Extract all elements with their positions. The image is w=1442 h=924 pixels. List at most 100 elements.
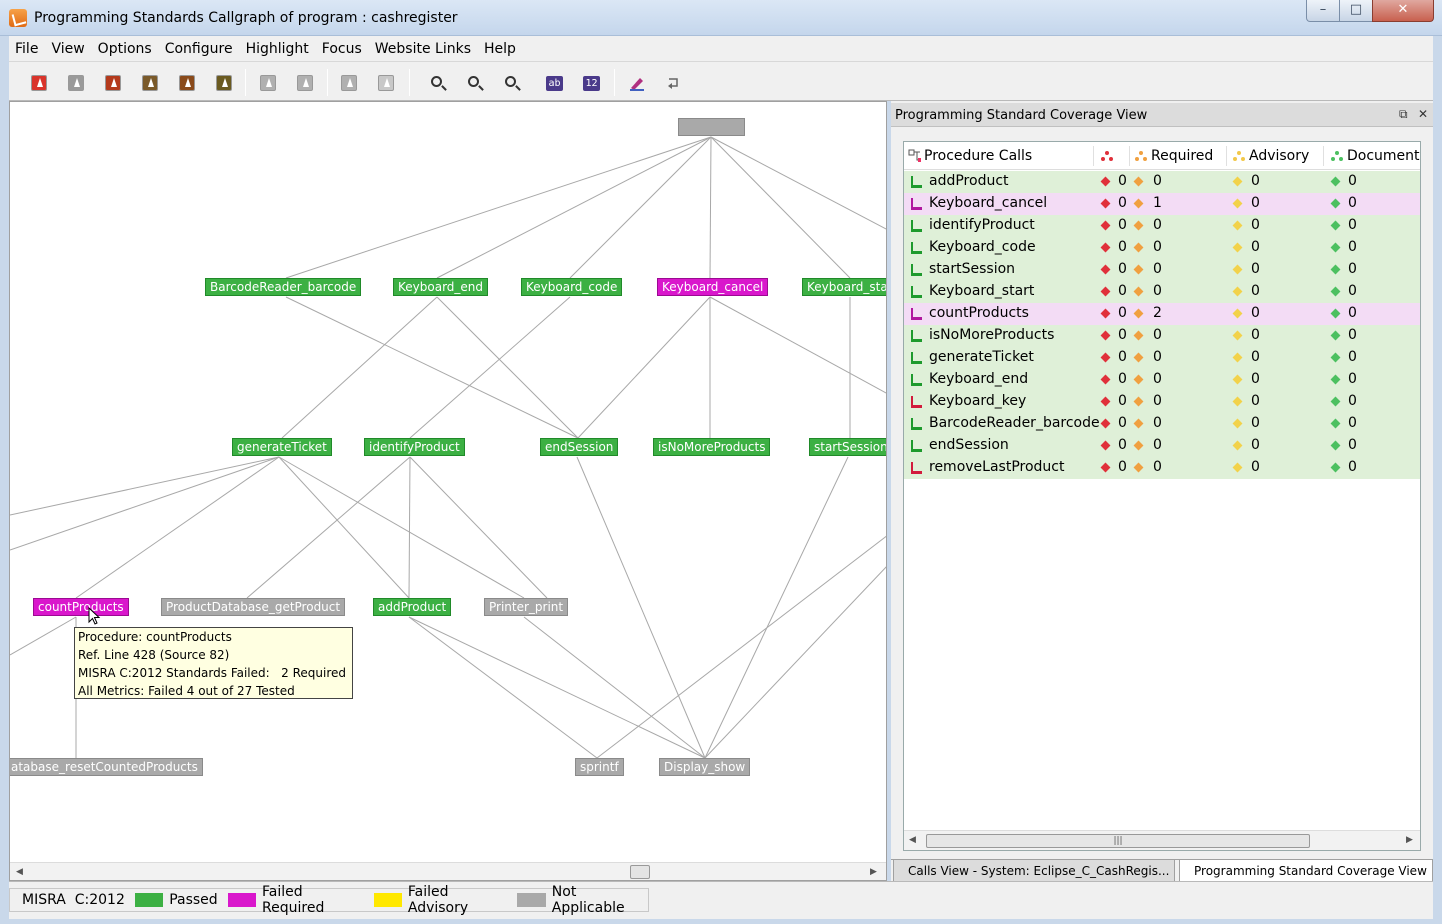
cell-required: 0 bbox=[1153, 173, 1162, 189]
menu-options[interactable]: Options bbox=[97, 40, 152, 57]
zoom-in-icon[interactable] bbox=[431, 76, 442, 87]
column-divider bbox=[1323, 146, 1324, 166]
graph-expand-icon[interactable] bbox=[260, 75, 276, 91]
graph-node-identifyproduct[interactable]: identifyProduct bbox=[364, 438, 465, 456]
mandatory-icon bbox=[1100, 264, 1111, 275]
close-button[interactable]: ✕ bbox=[1372, 0, 1434, 22]
graph-node-generateticket[interactable]: generateTicket bbox=[232, 438, 332, 456]
document-icon bbox=[1330, 352, 1341, 363]
menu-focus[interactable]: Focus bbox=[321, 40, 362, 57]
document-icon bbox=[1330, 264, 1341, 275]
graph-node-productdatabase-resetcountedproducts[interactable]: atabase_resetCountedProducts bbox=[10, 758, 203, 776]
graph-node-printer-print[interactable]: Printer_print bbox=[484, 598, 569, 616]
menu-configure[interactable]: Configure bbox=[164, 40, 233, 57]
graph-node-startsession[interactable]: startSession bbox=[809, 438, 886, 456]
scroll-right-icon[interactable]: ▶ bbox=[870, 867, 877, 877]
graph-collapse-icon[interactable] bbox=[297, 75, 313, 91]
graph-all-icon[interactable] bbox=[68, 75, 84, 91]
graph-node-keyboard-cancel[interactable]: Keyboard_cancel bbox=[657, 278, 769, 296]
menu-help[interactable]: Help bbox=[484, 40, 516, 57]
zoom-fit-icon[interactable] bbox=[505, 76, 516, 87]
table-horizontal-scrollbar[interactable]: ◀ ||| ▶ bbox=[904, 830, 1420, 850]
graph-advisory-icon[interactable] bbox=[142, 75, 158, 91]
col-required[interactable]: Required bbox=[1151, 148, 1214, 164]
col-advisory[interactable]: Advisory bbox=[1249, 148, 1310, 164]
procedure-call-icon bbox=[911, 242, 922, 254]
close-panel-icon[interactable]: ✕ bbox=[1418, 107, 1429, 121]
legend-failed-advisory: Failed Advisory bbox=[407, 884, 469, 916]
cell-procedure: generateTicket bbox=[929, 349, 1034, 365]
zoom-out-icon[interactable] bbox=[468, 76, 479, 87]
toolbar-separator bbox=[245, 69, 246, 96]
menu-view[interactable]: View bbox=[51, 40, 85, 57]
graph-required-icon[interactable] bbox=[105, 75, 121, 91]
document-icon bbox=[1330, 440, 1341, 451]
graph-node-display-show[interactable]: Display_show bbox=[659, 758, 751, 776]
callgraph-canvas[interactable]: BarcodeReader_barcode Keyboard_end Keybo… bbox=[9, 101, 887, 881]
cell-mandatory: 0 bbox=[1118, 349, 1127, 365]
reset-icon[interactable] bbox=[665, 75, 681, 91]
maximize-button[interactable]: □ bbox=[1339, 0, 1373, 22]
menu-website-links[interactable]: Website Links bbox=[374, 40, 471, 57]
restore-panel-icon[interactable]: ⧉ bbox=[1399, 107, 1408, 121]
cell-procedure: BarcodeReader_barcode bbox=[929, 415, 1100, 431]
graph-down-icon[interactable] bbox=[378, 75, 394, 91]
tooltip-ref-line: Ref. Line 428 (Source 82) bbox=[78, 648, 230, 662]
scroll-right-icon[interactable]: ▶ bbox=[1406, 835, 1413, 845]
tab-coverage-view[interactable]: Programming Standard Coverage View bbox=[1179, 860, 1433, 882]
menu-highlight[interactable]: Highlight bbox=[245, 40, 309, 57]
cell-advisory: 0 bbox=[1251, 415, 1260, 431]
tab-calls-view[interactable]: Calls View - System: Eclipse_C_CashRegis… bbox=[893, 860, 1175, 882]
text-label-icon[interactable]: ab bbox=[546, 76, 563, 91]
scroll-left-icon[interactable]: ◀ bbox=[909, 835, 916, 845]
graph-node-keyboard-end[interactable]: Keyboard_end bbox=[393, 278, 489, 296]
number-label-icon[interactable]: 12 bbox=[583, 76, 600, 91]
scroll-thumb[interactable] bbox=[630, 865, 650, 879]
graph-horizontal-scrollbar[interactable]: ◀ ▶ bbox=[10, 862, 886, 880]
cell-procedure: removeLastProduct bbox=[929, 459, 1065, 475]
graph-node-root[interactable] bbox=[678, 118, 745, 136]
graph-node-keyboard-start[interactable]: Keyboard_star bbox=[802, 278, 886, 296]
graph-node-keyboard-code[interactable]: Keyboard_code bbox=[521, 278, 623, 296]
scroll-left-icon[interactable]: ◀ bbox=[16, 867, 23, 877]
graph-node-addproduct[interactable]: addProduct bbox=[373, 598, 452, 616]
legend-not-applicable: Not Applicable bbox=[551, 884, 625, 916]
highlight-pen-icon[interactable] bbox=[629, 75, 645, 91]
graph-node-isnomoreproducts[interactable]: isNoMoreProducts bbox=[653, 438, 771, 456]
cell-document: 0 bbox=[1348, 459, 1357, 475]
graph-up-icon[interactable] bbox=[341, 75, 357, 91]
col-procedure-calls[interactable]: Procedure Calls bbox=[924, 148, 1033, 164]
menu-file[interactable]: File bbox=[15, 40, 39, 57]
graph-failed-icon[interactable] bbox=[31, 75, 47, 91]
graph-node-countproducts[interactable]: countProducts bbox=[33, 598, 129, 616]
minimize-button[interactable]: – bbox=[1306, 0, 1340, 22]
graph-node-barcodereader-barcode[interactable]: BarcodeReader_barcode bbox=[205, 278, 362, 296]
graph-node-productdatabase-getproduct[interactable]: ProductDatabase_getProduct bbox=[161, 598, 346, 616]
coverage-panel-title: Programming Standard Coverage View bbox=[895, 108, 1148, 123]
required-icon bbox=[1133, 396, 1144, 407]
window-title: Programming Standards Callgraph of progr… bbox=[34, 10, 458, 26]
graph-node-sprintf[interactable]: sprintf bbox=[575, 758, 624, 776]
graph-document-icon[interactable] bbox=[179, 75, 195, 91]
cell-mandatory: 0 bbox=[1118, 437, 1127, 453]
graph-node-endsession[interactable]: endSession bbox=[540, 438, 619, 456]
graph-mixed-icon[interactable] bbox=[216, 75, 232, 91]
col-document[interactable]: Document bbox=[1347, 148, 1420, 164]
scroll-thumb[interactable]: ||| bbox=[926, 834, 1310, 848]
required-icon bbox=[1133, 418, 1144, 429]
cell-mandatory: 0 bbox=[1118, 371, 1127, 387]
